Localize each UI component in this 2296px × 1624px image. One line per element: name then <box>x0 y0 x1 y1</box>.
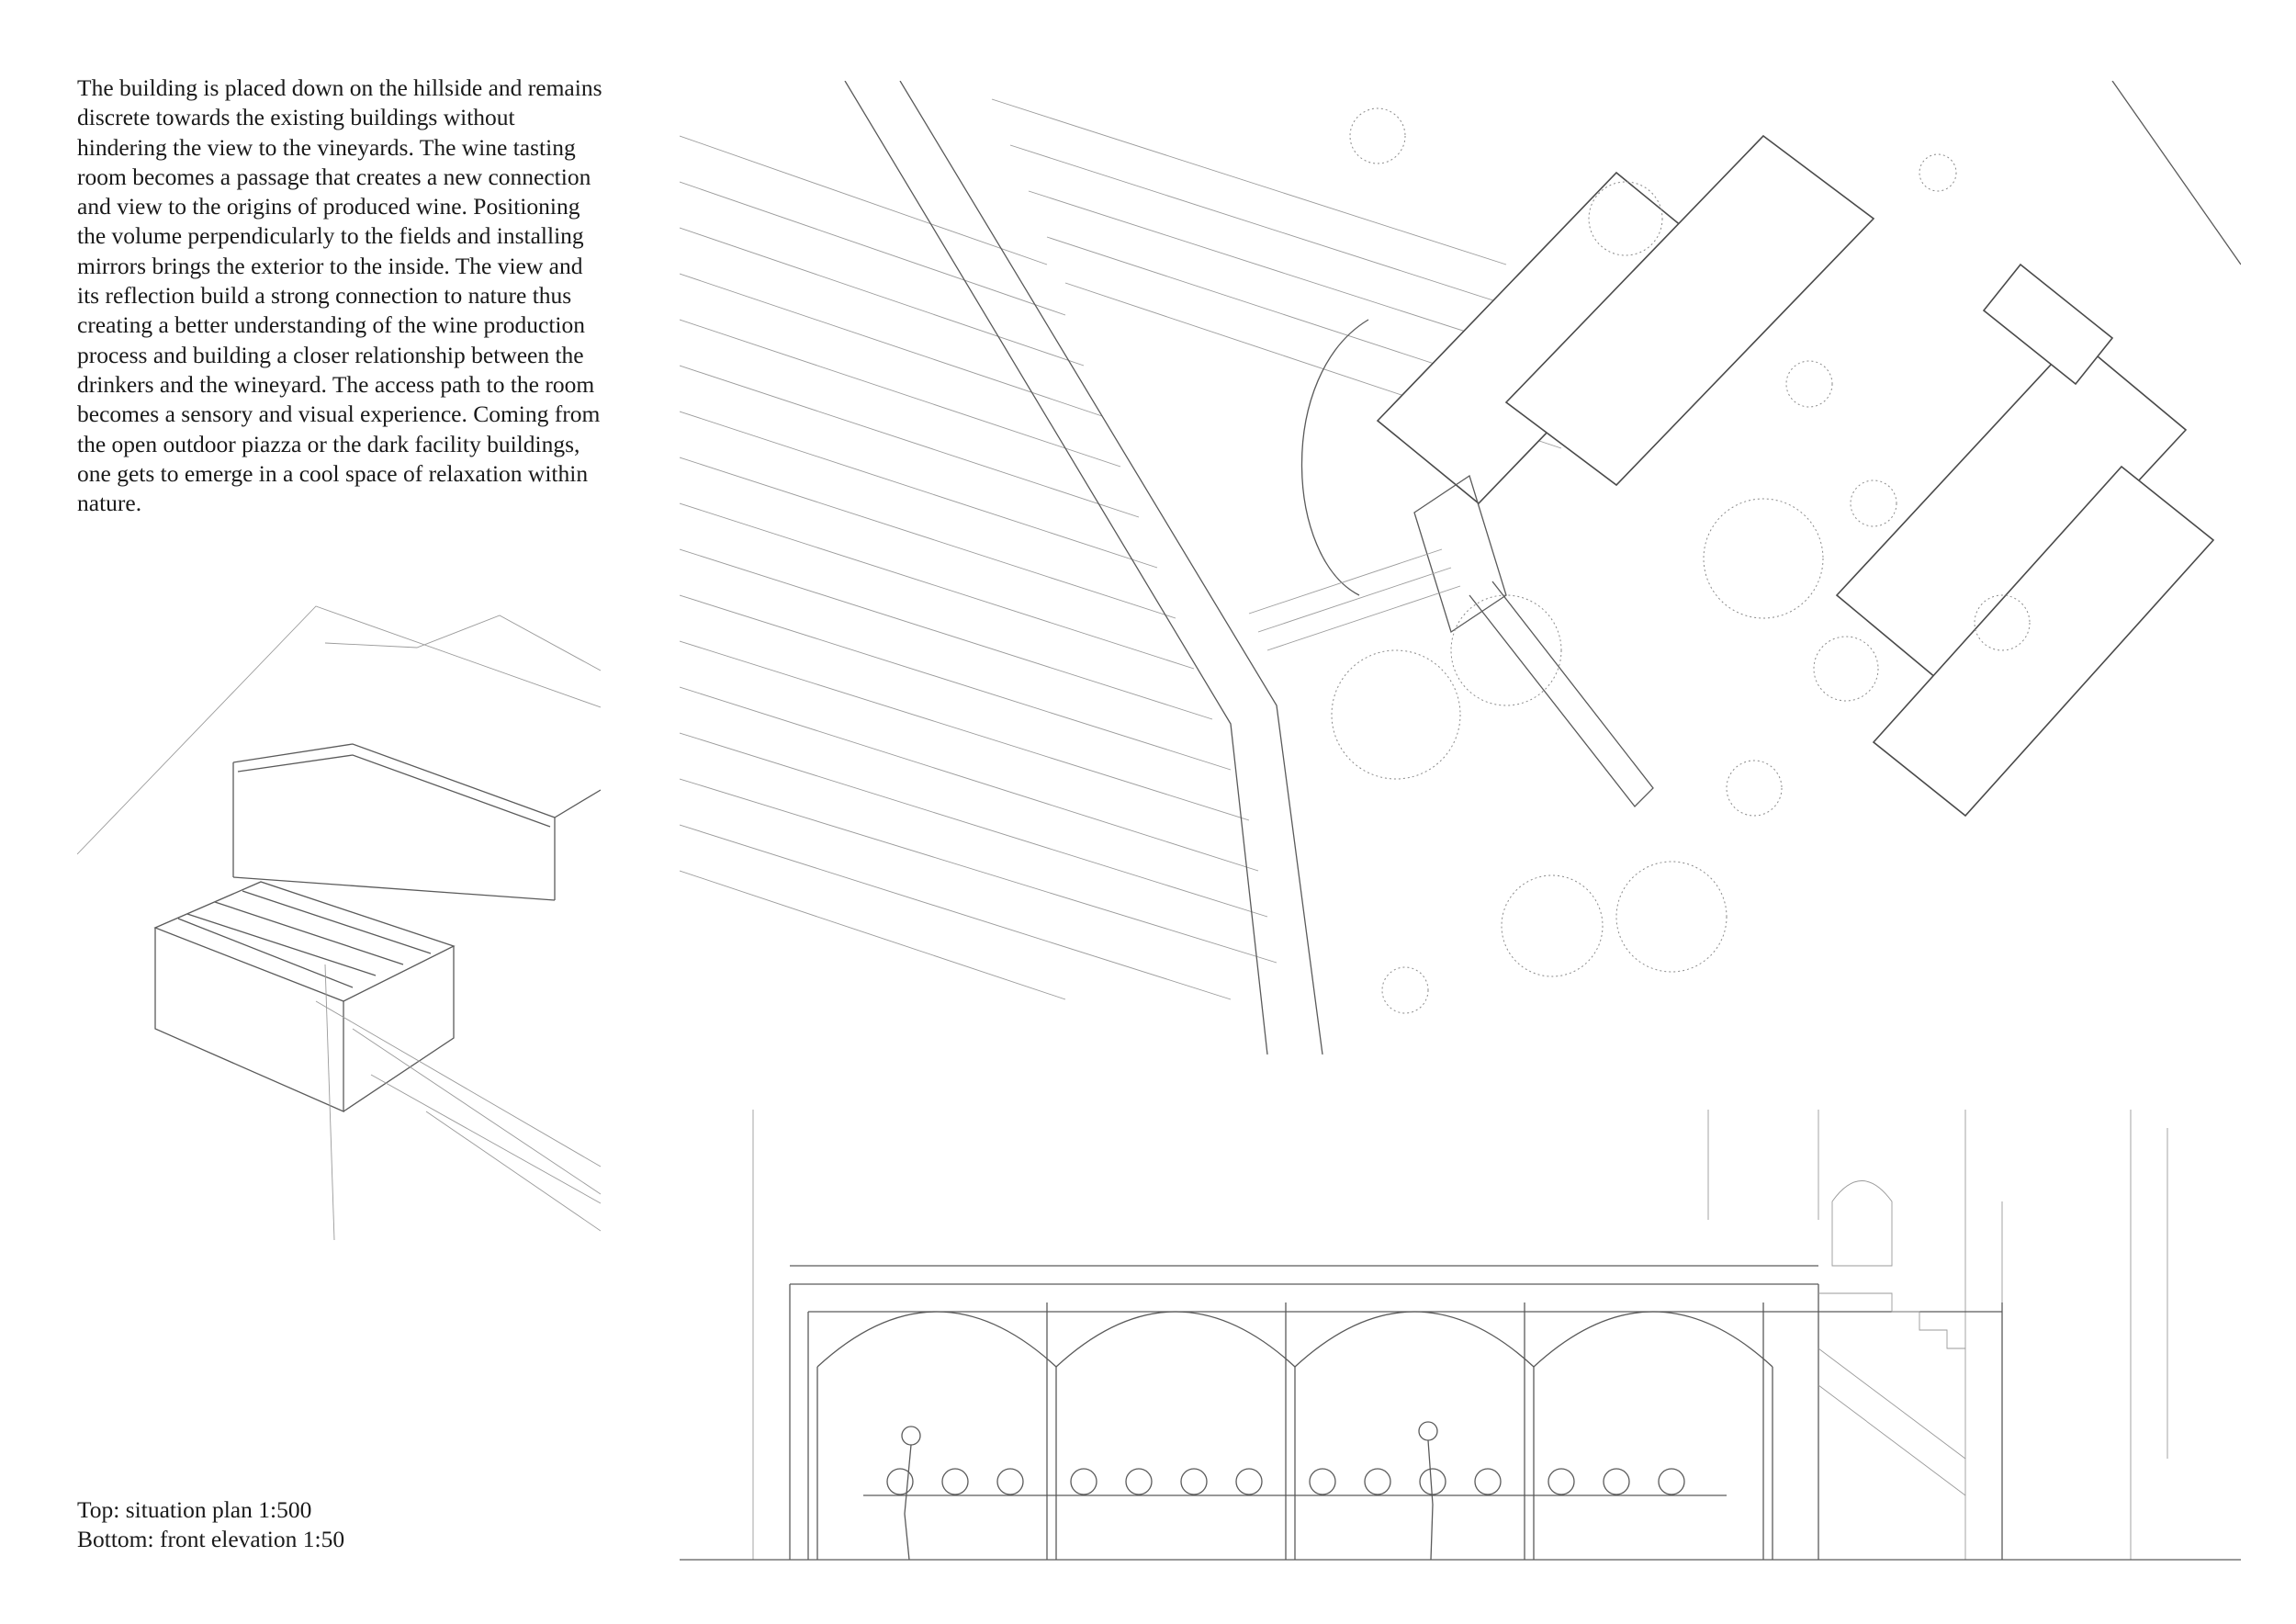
tasting-room-plan <box>1413 474 1654 807</box>
caption-bottom: Bottom: front elevation 1:50 <box>77 1526 345 1552</box>
axonometric-drawing <box>77 605 601 1241</box>
tasting-room-volume <box>153 881 456 1112</box>
situation-plan <box>680 81 2241 1054</box>
trees <box>1331 107 2031 1014</box>
intro-paragraph: The building is placed down on the hills… <box>77 74 602 517</box>
vineyard-rows <box>680 98 1562 1000</box>
existing-buildings <box>1376 134 2215 818</box>
tasting-room-facade <box>789 1265 1819 1560</box>
tables-and-chairs <box>863 1468 1727 1496</box>
front-elevation <box>680 1110 2241 1561</box>
figures <box>901 1421 1438 1561</box>
captions: Top: situation plan 1:500 Bottom: front … <box>77 1495 610 1554</box>
stairs <box>1818 1292 1966 1496</box>
pergola-frame <box>807 1303 2003 1560</box>
caption-top: Top: situation plan 1:500 <box>77 1496 312 1523</box>
